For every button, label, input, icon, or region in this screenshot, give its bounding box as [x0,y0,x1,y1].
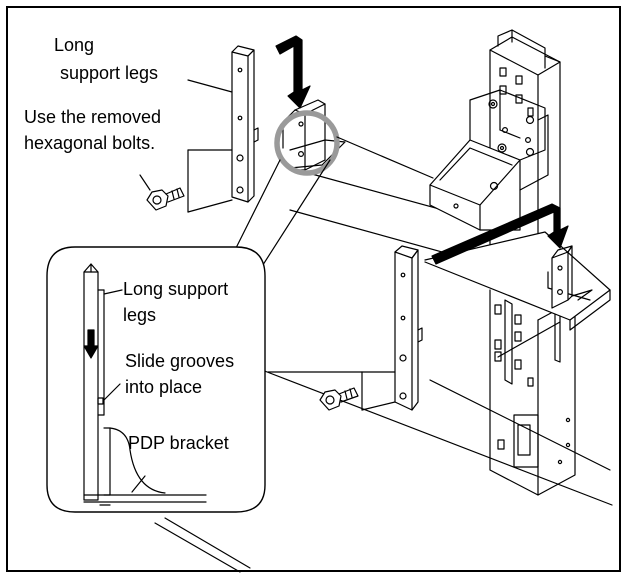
down-arrow-icon-right [431,203,569,265]
hex-bolt-bottom-icon [319,387,359,411]
label-inset-long-support-line2: legs [123,305,157,325]
label-pdp-bracket: PDP bracket [128,433,229,453]
label-removed-bolts-line1: Use the removed [24,107,162,127]
label-long-support-legs-top-line1: Long [54,35,95,55]
hex-bolt-top-icon [139,174,185,211]
pdp-bracket-top [274,99,346,176]
pdp-bracket-right [424,231,611,331]
label-long-support-legs-top-line2: support legs [60,63,159,83]
long-support-leg-bottom [267,245,423,411]
label-slide-grooves-line2: into place [125,377,203,397]
down-arrow-icon [275,35,311,109]
label-inset-long-support-line1: Long support [123,279,229,299]
magnifier-callout-icon [46,246,266,513]
mounting-bracket-box [429,89,549,231]
long-support-leg-top [187,45,259,213]
label-slide-grooves-line1: Slide grooves [125,351,235,371]
label-removed-bolts-line2: hexagonal bolts. [24,133,156,153]
leader-lines [187,79,561,358]
